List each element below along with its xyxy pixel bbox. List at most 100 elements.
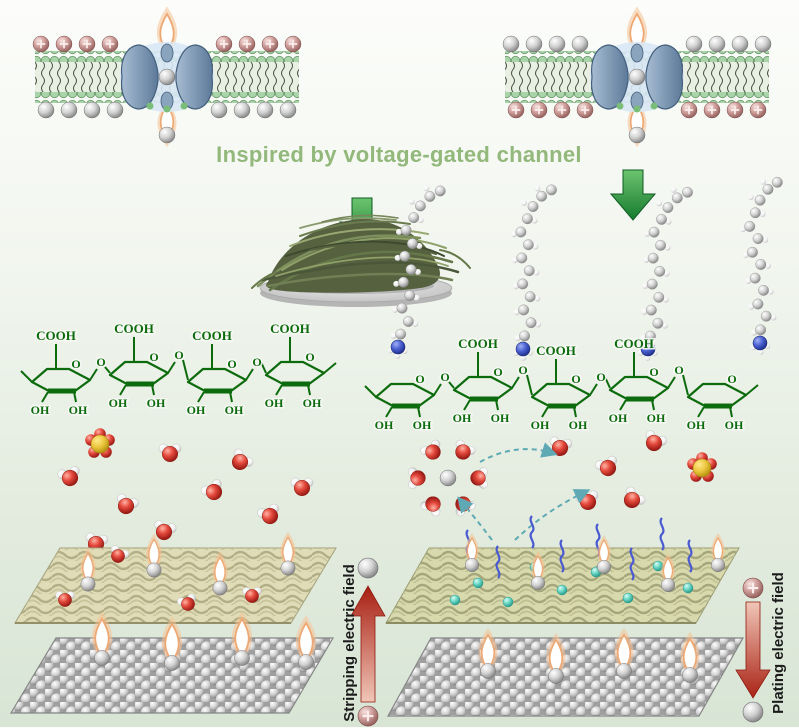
ring-oxygen-label: O	[149, 350, 158, 364]
cooh-label: COOH	[270, 321, 310, 336]
oh-label: OH	[609, 411, 628, 425]
water-molecule	[593, 454, 622, 480]
metal-ion	[439, 469, 457, 487]
bridge-oxygen-label: O	[674, 363, 683, 377]
surfactant-tail	[529, 514, 535, 550]
water-molecule	[418, 492, 447, 518]
stripping-scene	[9, 427, 337, 714]
polymer-structure-left: COOH COOH COOH COOH O O O O O O O OH OH …	[20, 320, 337, 419]
metal-ion	[146, 562, 162, 578]
water-molecule	[290, 477, 314, 497]
oh-label: OH	[725, 418, 744, 432]
metal-ion	[530, 575, 546, 591]
metal-ion	[596, 559, 612, 575]
water-exclusion-arrows	[457, 442, 591, 541]
metal-ion	[742, 701, 764, 723]
cooh-label: COOH	[192, 328, 232, 343]
metal-ion	[548, 668, 564, 684]
membrane-items	[449, 514, 726, 608]
stripping-field-indicator	[350, 557, 386, 727]
oh-label: OH	[303, 396, 322, 410]
oh-label: OH	[687, 418, 706, 432]
water-molecule	[112, 492, 141, 518]
plating-scene	[385, 428, 745, 717]
cation-icon	[356, 704, 380, 727]
oh-label: OH	[31, 403, 50, 417]
ring-oxygen-label: O	[571, 372, 580, 386]
water-molecule	[470, 467, 488, 489]
ring-oxygen-label: O	[415, 372, 424, 386]
water-molecule	[199, 477, 228, 505]
oh-label: OH	[147, 396, 166, 410]
oh-label: OH	[531, 418, 550, 432]
bridge-oxygen-label: O	[518, 363, 527, 377]
water-molecule	[56, 465, 83, 489]
oh-label: OH	[69, 403, 88, 417]
water-molecule	[547, 435, 573, 458]
oh-label: OH	[225, 403, 244, 417]
voltage-gated-channel-left	[32, 5, 302, 149]
sulfate-ion	[686, 451, 718, 483]
pore-ion	[628, 68, 646, 86]
surfactant-tail	[659, 516, 665, 552]
metal-ion	[164, 655, 180, 671]
ring-oxygen-label: O	[227, 357, 236, 371]
water-molecule	[618, 484, 648, 514]
cation-icon	[741, 576, 765, 600]
fibers	[251, 214, 471, 292]
cooh-label: COOH	[36, 328, 76, 343]
bridge-oxygen-label: O	[596, 370, 605, 384]
hydration-shell	[408, 438, 488, 518]
bridge-oxygen-label: O	[174, 348, 183, 362]
voltage-gated-channel-right	[502, 5, 772, 149]
fiber-pile	[251, 214, 471, 307]
water-molecule	[449, 492, 478, 518]
water-molecule	[408, 467, 426, 489]
metal-ion	[616, 663, 632, 679]
title: Inspired by voltage-gated channel	[216, 142, 582, 167]
oh-label: OH	[569, 418, 588, 432]
pore-ion	[158, 68, 176, 86]
metal-electrode	[386, 637, 745, 717]
transported-ion	[158, 126, 176, 144]
bridge-oxygen-label: O	[440, 370, 449, 384]
sulfate-ion	[84, 427, 116, 459]
bridge-oxygen-label: O	[252, 355, 261, 369]
metal-ion	[94, 650, 110, 666]
ring-oxygen-label: O	[71, 357, 80, 371]
cooh-label: COOH	[458, 336, 498, 351]
ring-oxygen-label: O	[493, 365, 502, 379]
ring-oxygen-label: O	[305, 350, 314, 364]
oh-label: OH	[453, 411, 472, 425]
oh-label: OH	[491, 411, 510, 425]
oh-label: OH	[265, 396, 284, 410]
surfactant-molecule	[732, 176, 799, 357]
metal-ion	[682, 667, 698, 683]
ring-oxygen-label: O	[727, 372, 736, 386]
water-molecule	[418, 438, 447, 464]
transported-ion	[628, 126, 646, 144]
metal-ion	[80, 576, 96, 592]
down-arrow-right-icon	[609, 169, 657, 221]
oh-label: OH	[109, 396, 128, 410]
oh-label: OH	[375, 418, 394, 432]
water-molecule	[640, 428, 669, 456]
surfactant-molecule	[507, 184, 564, 362]
water-molecule	[575, 489, 601, 512]
plating-field-label: Plating electric field	[770, 572, 787, 714]
metal-ion	[298, 654, 314, 670]
metal-ion	[357, 557, 379, 579]
metal-ion	[480, 663, 496, 679]
water-molecule	[255, 502, 284, 528]
cooh-label: COOH	[536, 343, 576, 358]
cooh-label: COOH	[114, 321, 154, 336]
metal-ion	[280, 560, 296, 576]
oh-label: OH	[187, 403, 206, 417]
bridge-oxygen-label: O	[96, 355, 105, 369]
metal-ion	[464, 557, 480, 573]
metal-ion	[660, 577, 676, 593]
oh-label: OH	[413, 418, 432, 432]
water-molecule	[226, 446, 256, 476]
metal-ion	[212, 580, 228, 596]
